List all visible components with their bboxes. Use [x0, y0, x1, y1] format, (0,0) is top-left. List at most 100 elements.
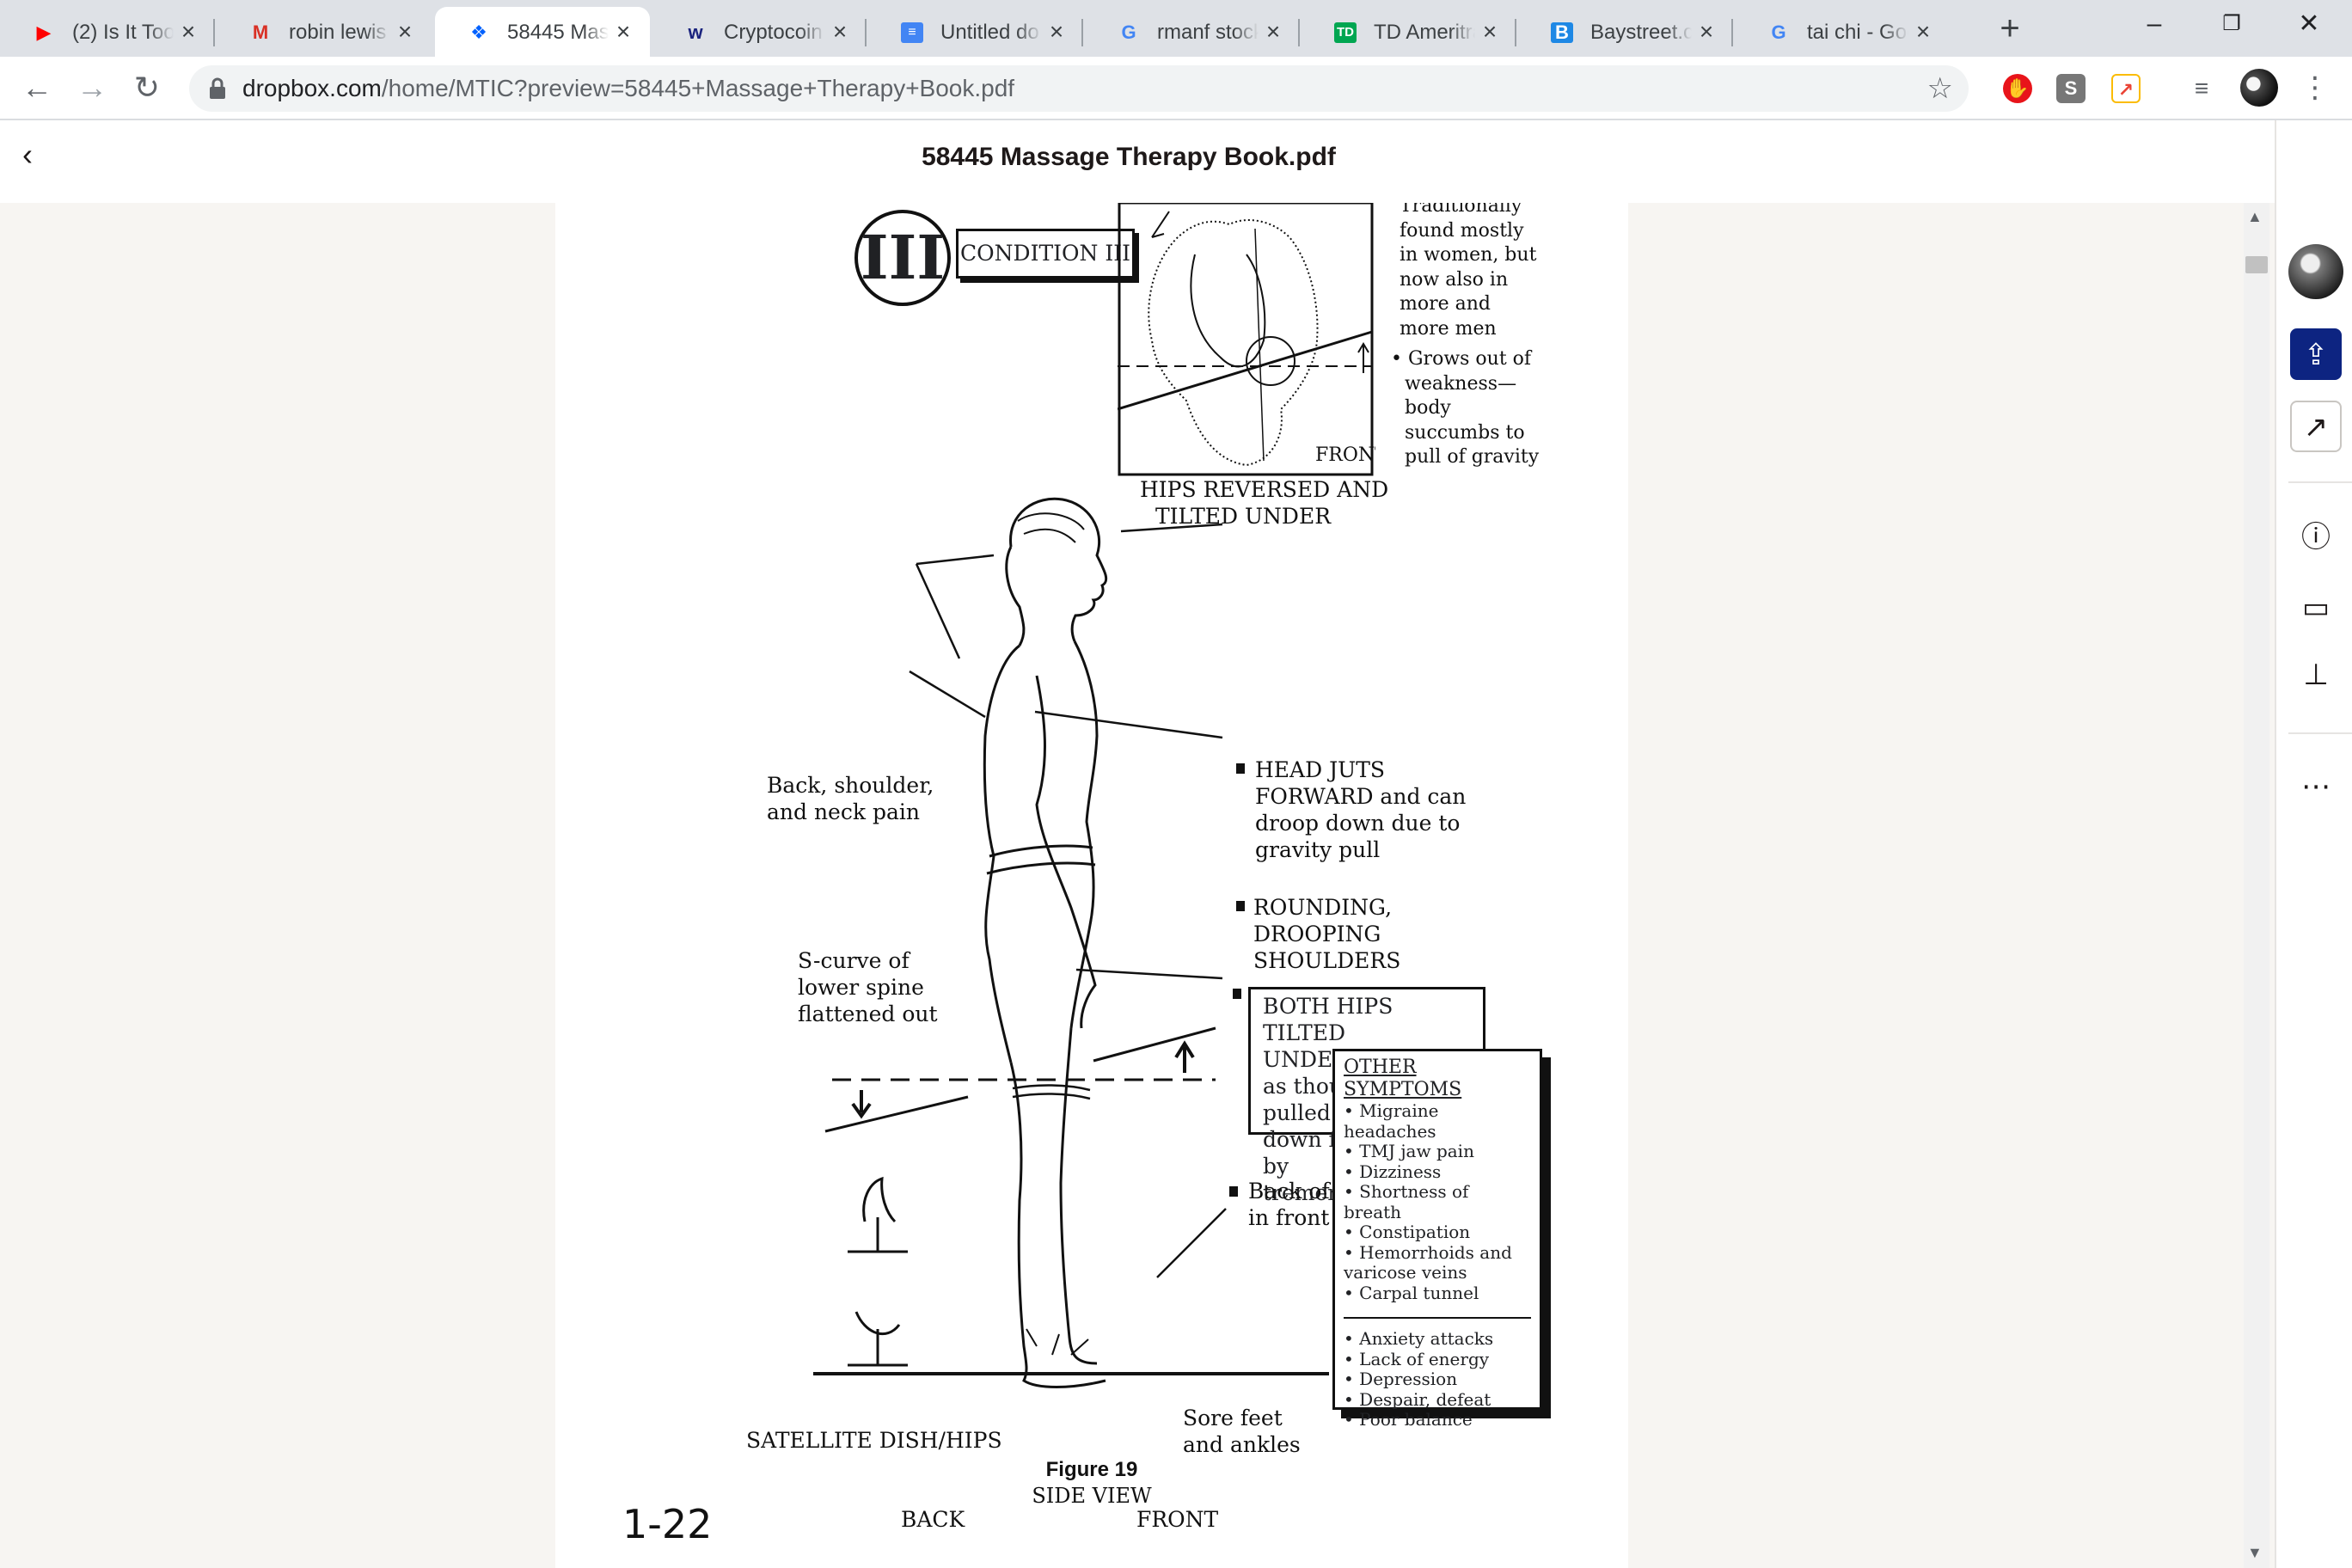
note-line: BOTH HIPS TILTED: [1263, 994, 1393, 1045]
condition-label: CONDITION III: [956, 229, 1135, 279]
symptom-item: Dizziness: [1344, 1161, 1531, 1183]
close-tab-icon[interactable]: ×: [1482, 18, 1498, 45]
symptom-item: Migraine headaches: [1344, 1100, 1531, 1142]
viewer-header: ‹ 58445 Massage Therapy Book.pdf: [0, 120, 2275, 203]
google-docs-icon: ≡: [901, 22, 923, 43]
address-bar[interactable]: dropbox.com/home/MTIC?preview=58445+Mass…: [189, 65, 1969, 112]
label-line: Sore feet: [1183, 1406, 1283, 1430]
label-line: flattened out: [798, 1001, 938, 1026]
document-title: 58445 Massage Therapy Book.pdf: [922, 143, 1336, 171]
tab-google-search-taichi[interactable]: G tai chi - Goo ×: [1735, 7, 1950, 57]
open-in-app-button[interactable]: ↗: [2290, 401, 2342, 452]
close-tab-icon[interactable]: ×: [1265, 18, 1281, 45]
figure-subcaption: SIDE VIEW: [1032, 1484, 1152, 1508]
s-extension-icon[interactable]: S: [2056, 74, 2086, 103]
physical-symptoms-list: Migraine headaches TMJ jaw pain Dizzines…: [1344, 1100, 1531, 1304]
label-line: lower spine: [798, 975, 924, 1000]
close-tab-icon[interactable]: ×: [181, 18, 196, 45]
side-note-line: Traditionally: [1400, 203, 1522, 217]
symptom-item: Poor balance: [1344, 1409, 1531, 1430]
tab-gmail[interactable]: M robin lewis ×: [217, 7, 432, 57]
gmail-icon: M: [252, 21, 269, 43]
tab-td-ameritrade[interactable]: TD TD Ameritra ×: [1302, 7, 1516, 57]
bookmark-star-icon[interactable]: ☆: [1926, 72, 1953, 105]
tab-separator: [1731, 19, 1733, 46]
tab-title: robin lewis: [289, 21, 387, 44]
note-line: HEAD JUTS: [1255, 757, 1385, 782]
back-chevron-icon[interactable]: ‹: [22, 137, 33, 172]
more-options-icon[interactable]: ⋯: [2301, 770, 2331, 803]
symptom-item: Lack of energy: [1344, 1349, 1531, 1370]
tab-title: (2) Is It Too: [72, 21, 174, 44]
reload-button[interactable]: ↻: [133, 70, 161, 105]
stamp-icon[interactable]: ⊥: [2303, 658, 2329, 691]
label-back-pain: Back, shoulder, and neck pain: [767, 772, 934, 825]
tab-youtube[interactable]: ▶ (2) Is It Too ×: [0, 7, 215, 57]
comment-icon[interactable]: ▭: [2301, 591, 2331, 624]
vertical-scrollbar[interactable]: [2244, 203, 2269, 1568]
owner-avatar[interactable]: [2288, 244, 2343, 299]
note-line: SHOULDERS: [1253, 948, 1401, 973]
note-line: droop down due to: [1255, 811, 1461, 836]
close-tab-icon[interactable]: ×: [397, 18, 413, 45]
chart-extension-icon[interactable]: ↗: [2111, 74, 2141, 103]
symptom-item: Constipation: [1344, 1222, 1531, 1243]
chrome-menu-icon[interactable]: ⋮: [2300, 71, 2330, 104]
tab-google-search-rmanf[interactable]: G rmanf stock ×: [1085, 7, 1300, 57]
scroll-up-arrow-icon[interactable]: ▲: [2247, 208, 2263, 225]
symptom-item: Hemorrhoids and varicose veins: [1344, 1242, 1531, 1283]
note-head-juts: HEAD JUTS FORWARD and can droop down due…: [1255, 756, 1466, 863]
symptom-item: Depression: [1344, 1369, 1531, 1390]
tab-baystreet[interactable]: B Baystreet.ca ×: [1518, 7, 1733, 57]
note-line: ROUNDING,: [1253, 895, 1393, 920]
new-tab-button[interactable]: +: [2000, 9, 2020, 47]
note-shoulders: ROUNDING, DROOPING SHOULDERS: [1253, 894, 1400, 974]
tab-title: tai chi - Goo: [1807, 21, 1908, 44]
tab-dropbox-active[interactable]: ❖ 58445 Mass ×: [435, 7, 650, 57]
tab-title: Cryptocoin: [724, 21, 823, 44]
label-line: and neck pain: [767, 799, 920, 824]
tab-title: Untitled do: [940, 21, 1039, 44]
other-symptoms-box: OTHER SYMPTOMS Migraine headaches TMJ ja…: [1332, 1049, 1542, 1430]
info-icon[interactable]: ⓘ: [2301, 521, 2331, 554]
profile-avatar[interactable]: [2240, 69, 2278, 107]
w-logo-icon: w: [688, 21, 703, 43]
document-preview[interactable]: III CONDITION III FRONT Traditionally fo…: [0, 203, 2275, 1568]
side-note-line: pull of gravity: [1405, 446, 1540, 468]
note-line: gravity pull: [1255, 837, 1381, 862]
adblock-extension-icon[interactable]: ✋: [2003, 74, 2032, 103]
tab-cryptocoin[interactable]: w Cryptocoin ×: [652, 7, 867, 57]
tab-separator: [865, 19, 867, 46]
close-tab-icon[interactable]: ×: [616, 18, 631, 45]
tab-title: Baystreet.ca: [1590, 21, 1692, 44]
scrollbar-thumb[interactable]: [2245, 256, 2268, 273]
close-tab-icon[interactable]: ×: [832, 18, 848, 45]
forward-button[interactable]: →: [77, 70, 107, 105]
back-button[interactable]: ←: [21, 70, 52, 105]
symptoms-divider: [1344, 1317, 1531, 1319]
bullet-marker: [1233, 989, 1241, 999]
media-control-icon[interactable]: ≡: [2194, 75, 2209, 101]
tab-google-docs[interactable]: ≡ Untitled do ×: [868, 7, 1083, 57]
close-tab-icon[interactable]: ×: [1049, 18, 1064, 45]
close-tab-icon[interactable]: ×: [1915, 18, 1931, 45]
symptom-item: Carpal tunnel: [1344, 1283, 1531, 1304]
tab-separator: [1081, 19, 1083, 46]
minimize-button[interactable]: –: [2147, 9, 2162, 38]
bullet-marker: [1229, 1186, 1238, 1197]
pelvis-front-label: FRONT: [1315, 444, 1375, 466]
dropbox-icon: ❖: [470, 21, 487, 43]
rail-divider: [2288, 732, 2352, 734]
other-symptoms-title: OTHER SYMPTOMS: [1344, 1057, 1462, 1100]
back-label: BACK: [901, 1507, 965, 1532]
restore-button[interactable]: ❐: [2222, 12, 2241, 35]
close-tab-icon[interactable]: ×: [1699, 18, 1714, 45]
side-note-line: more and: [1400, 293, 1491, 315]
tab-title: 58445 Mass: [507, 21, 609, 44]
scroll-down-arrow-icon[interactable]: ▼: [2247, 1544, 2263, 1561]
tab-separator: [213, 19, 215, 46]
share-button[interactable]: ⇪: [2290, 328, 2342, 380]
window-close-button[interactable]: ✕: [2298, 9, 2320, 38]
url-text: dropbox.com/home/MTIC?preview=58445+Mass…: [242, 76, 1014, 101]
url-host: dropbox.com: [242, 75, 382, 101]
